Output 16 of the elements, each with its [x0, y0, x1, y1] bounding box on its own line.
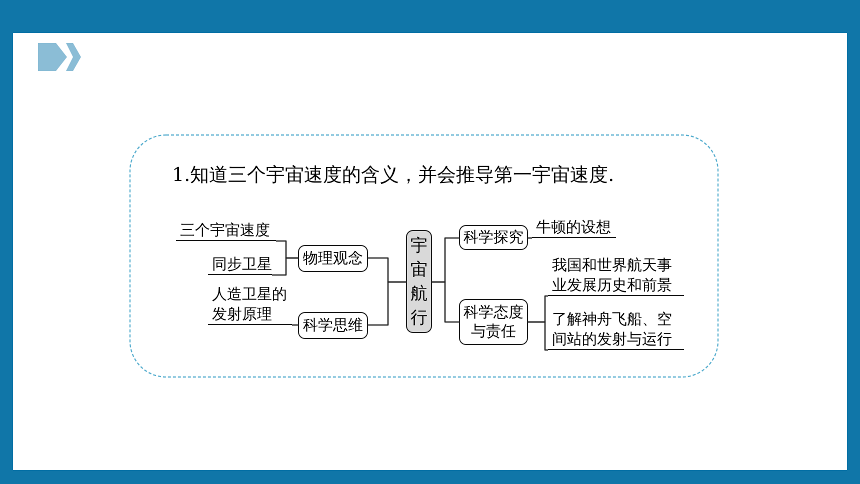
branch-box: 科学探究	[459, 225, 528, 250]
underlined-text: 人造卫星的发射原理	[208, 283, 292, 325]
branch-box: 科学态度与责任	[459, 299, 528, 345]
underlined-text: 我国和世界航天事业发展历史和前景	[548, 255, 684, 296]
connector-line	[368, 281, 406, 326]
branch-box: 物理观念	[298, 245, 368, 272]
underlined-text: 三个宇宙速度	[176, 216, 276, 241]
connector-line	[528, 321, 548, 351]
underlined-text: 同步卫星	[208, 251, 272, 275]
topic-box: 宇宙航行	[406, 230, 432, 333]
connector-line	[272, 257, 298, 276]
branch-box: 科学思维	[298, 312, 368, 339]
underlined-text: 牛顿的设想	[532, 214, 616, 238]
title: 1.知道三个宇宙速度的含义，并会推导第一宇宙速度.	[172, 163, 614, 188]
underlined-text: 了解神舟飞船、空间站的发射与运行	[548, 304, 684, 350]
connector-line	[432, 281, 459, 323]
